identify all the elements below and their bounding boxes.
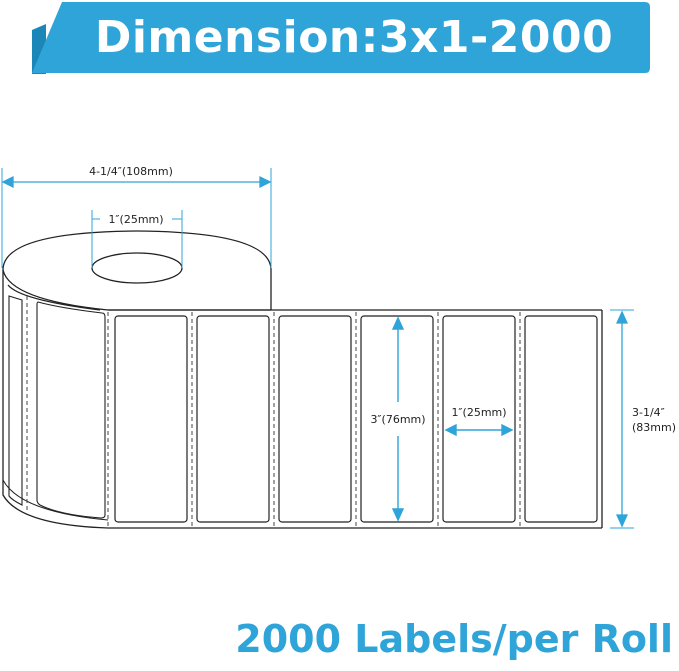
perforation-lines (26, 296, 521, 528)
label-1 (114, 315, 188, 523)
label-3 (278, 315, 352, 523)
label-5 (442, 315, 516, 523)
title-banner: Dimension:3x1-2000 (0, 0, 679, 80)
core-width-dimension (91, 210, 183, 268)
core-width-label: 1″(25mm) (108, 213, 163, 226)
label-height-dimension (391, 316, 405, 522)
label-strip (108, 309, 603, 529)
labels (114, 315, 598, 523)
label-width-label: 1″(25mm) (451, 406, 506, 419)
label-4 (360, 315, 434, 523)
banner-shape (32, 2, 650, 74)
page-title: Dimension:3x1-2000 (94, 12, 614, 63)
labels-per-roll-caption: 2000 Labels/per Roll (235, 617, 673, 661)
liner-height-label-line2: (83mm) (632, 421, 676, 434)
label-6 (524, 315, 598, 523)
label-2 (196, 315, 270, 523)
label-height-label: 3″(76mm) (370, 413, 425, 426)
liner-height-label-line1: 3-1/4″ (632, 406, 665, 419)
roll-body (2, 230, 272, 529)
roll-width-label: 4-1/4″(108mm) (89, 165, 173, 178)
roll-width-dimension (1, 168, 272, 268)
liner-height-dimension (610, 309, 634, 529)
label-width-dimension (444, 423, 514, 437)
